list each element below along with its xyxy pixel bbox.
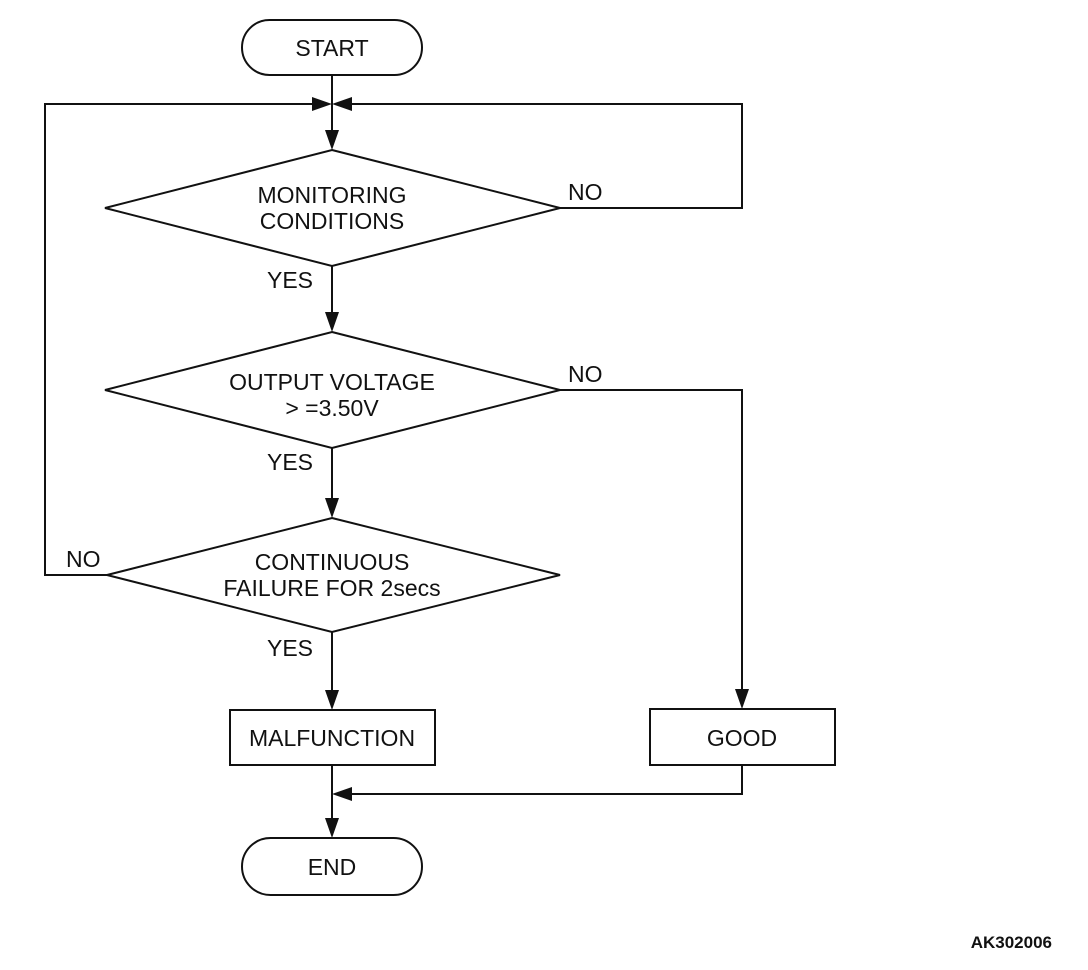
decision-continuous-failure: CONTINUOUS FAILURE FOR 2secs <box>106 516 561 634</box>
decision-continuous-line-1: CONTINUOUS <box>255 549 410 575</box>
arrow-down-icon <box>735 689 749 709</box>
decision-voltage-line-1: OUTPUT VOLTAGE <box>229 369 435 395</box>
decision-monitoring-line-2: CONDITIONS <box>260 208 404 234</box>
start-terminal: START <box>241 19 423 76</box>
no-label-voltage: NO <box>568 361 603 387</box>
arrow-right-icon <box>312 97 332 111</box>
loop-back-left-connector <box>44 103 318 576</box>
arrow-down-icon <box>325 498 339 518</box>
decision-monitoring-conditions: MONITORING CONDITIONS <box>104 148 561 268</box>
end-terminal: END <box>241 837 423 896</box>
yes-label-monitoring: YES <box>267 267 313 293</box>
malfunction-label: MALFUNCTION <box>249 725 415 751</box>
end-label: END <box>308 854 357 880</box>
arrow-down-icon <box>325 130 339 150</box>
voltage-no-connector <box>560 389 743 693</box>
decision-continuous-line-2: FAILURE FOR 2secs <box>223 575 440 601</box>
decision-output-voltage: OUTPUT VOLTAGE > =3.50V <box>104 330 561 450</box>
process-malfunction: MALFUNCTION <box>229 709 436 766</box>
no-label-continuous: NO <box>66 546 101 572</box>
good-label: GOOD <box>707 725 777 751</box>
decision-voltage-line-2: > =3.50V <box>285 395 379 421</box>
arrow-left-icon <box>332 97 352 111</box>
no-label-monitoring: NO <box>568 179 603 205</box>
decision-monitoring-line-1: MONITORING <box>257 182 406 208</box>
yes-label-voltage: YES <box>267 449 313 475</box>
arrow-down-icon <box>325 818 339 838</box>
yes-label-continuous: YES <box>267 635 313 661</box>
figure-code: AK302006 <box>971 933 1052 952</box>
arrow-down-icon <box>325 312 339 332</box>
good-return-connector <box>346 765 743 795</box>
loop-back-right-connector <box>346 103 743 209</box>
process-good: GOOD <box>649 708 836 766</box>
start-label: START <box>295 35 368 61</box>
arrow-down-icon <box>325 690 339 710</box>
arrow-left-icon <box>332 787 352 801</box>
